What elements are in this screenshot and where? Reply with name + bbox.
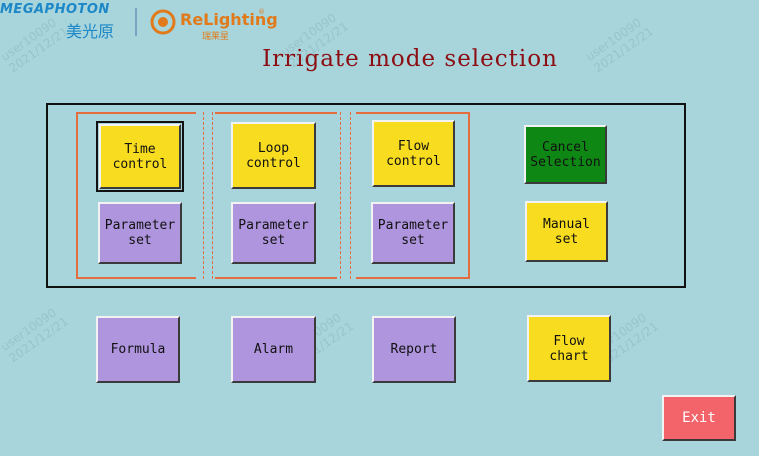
- relighting-logo-icon: [150, 9, 176, 35]
- report-button[interactable]: Report: [372, 316, 456, 383]
- mode-selection-frame: [46, 103, 686, 288]
- watermark: user10090 2021/12/21: [0, 305, 71, 366]
- group-border: [76, 112, 78, 279]
- loop-parameter-set-button[interactable]: Parameter set: [231, 202, 316, 264]
- group-divider: [212, 112, 213, 279]
- group-border: [76, 112, 196, 114]
- formula-button[interactable]: Formula: [96, 316, 180, 383]
- group-border: [468, 112, 470, 279]
- time-parameter-set-button[interactable]: Parameter set: [98, 202, 182, 264]
- group-border: [356, 112, 470, 114]
- flow-chart-button[interactable]: Flow chart: [527, 315, 611, 382]
- group-divider: [203, 112, 204, 279]
- exit-button[interactable]: Exit: [662, 395, 736, 441]
- relighting-logo-text: ReLighting: [180, 10, 278, 29]
- group-border: [215, 277, 337, 279]
- flow-control-button[interactable]: Flow control: [372, 120, 455, 187]
- loop-control-button[interactable]: Loop control: [231, 122, 316, 189]
- group-border: [215, 112, 337, 114]
- group-divider: [350, 112, 351, 279]
- time-control-button[interactable]: Time control: [96, 121, 184, 192]
- alarm-button[interactable]: Alarm: [231, 316, 316, 383]
- logo-divider: [135, 8, 137, 36]
- megaphoton-logo-chinese: 美光原: [66, 22, 115, 41]
- manual-set-button[interactable]: Manual set: [525, 201, 608, 262]
- page-title: Irrigate mode selection: [262, 46, 558, 72]
- group-border: [356, 277, 470, 279]
- group-border: [76, 277, 196, 279]
- relighting-logo-chinese: 瑞莱星: [202, 32, 230, 42]
- flow-parameter-set-button[interactable]: Parameter set: [371, 202, 455, 264]
- registered-mark: ®: [258, 8, 265, 16]
- group-divider: [340, 112, 341, 279]
- cancel-selection-button[interactable]: Cancel Selection: [524, 125, 607, 184]
- megaphoton-logo-text: MEGAPHOTON: [0, 2, 110, 17]
